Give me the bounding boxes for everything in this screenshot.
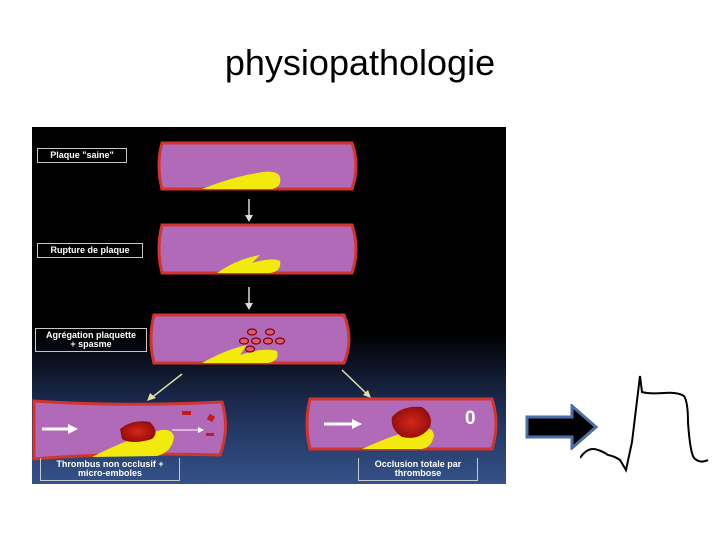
thrombus-occlusive	[391, 406, 431, 438]
slide-title: physiopathologie	[224, 42, 496, 83]
label-plaque-rupture: Rupture de plaque	[37, 243, 143, 258]
diag-arrow-right-head	[363, 390, 371, 398]
vessel-stage-5	[305, 397, 498, 451]
right-arrow-icon	[525, 404, 599, 450]
down-arrow-head-2	[245, 303, 253, 310]
diag-arrow-right	[341, 369, 369, 396]
down-arrow-head-1	[245, 215, 253, 222]
label-total-occlusion: Occlusion totale par thrombose	[358, 458, 478, 481]
flow-zero-value: 0	[465, 408, 476, 429]
label-non-occlusive-thrombus: Thrombus non occlusif + micro-emboles	[40, 458, 180, 481]
ecg-st-elevation-icon	[580, 375, 709, 473]
vessel-stage-2	[157, 223, 358, 275]
diagram-canvas	[32, 127, 506, 484]
micro-emboli	[182, 411, 216, 436]
thrombus-partial	[120, 421, 156, 442]
vessel-stage-1	[157, 141, 358, 191]
vessel-stage-3	[149, 313, 351, 365]
label-healthy-plaque: Plaque "saine"	[37, 148, 127, 163]
platelets	[238, 328, 286, 353]
atherothrombosis-diagram: Plaque "saine" Rupture de plaque Agrégat…	[32, 127, 506, 484]
diag-arrow-left	[149, 373, 183, 400]
label-platelet-aggregation: Agrégation plaquette + spasme	[35, 328, 147, 352]
diag-arrow-left-head	[147, 393, 156, 401]
vessel-stage-4	[32, 399, 227, 461]
